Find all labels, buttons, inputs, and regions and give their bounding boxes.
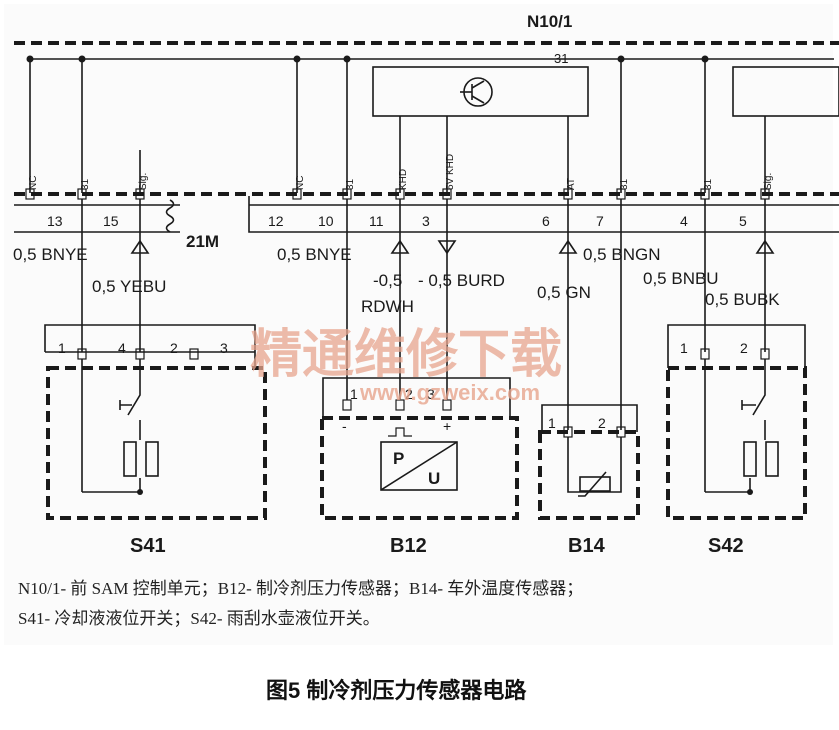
s41-label: S41 (130, 535, 166, 557)
bus-label: 31 (554, 51, 568, 66)
s42-component (666, 324, 807, 520)
pin-label: Sig. (138, 173, 149, 190)
connector-triangle-icons (130, 239, 775, 255)
module-internal-wires (29, 59, 766, 193)
s41-component (44, 324, 267, 520)
s41-pin: 3 (220, 340, 228, 356)
pin-label: Sig. (763, 173, 774, 190)
connector-break-squiggle (165, 199, 175, 233)
connector-number: 5 (739, 213, 747, 229)
pin-label: NC (295, 176, 306, 190)
connector-number: 12 (268, 213, 284, 229)
thermistor-icon (578, 471, 611, 497)
s42-label: S42 (708, 535, 744, 557)
connector-21m-housing (14, 204, 180, 233)
watermark-url: www.gzweix.com (359, 380, 540, 405)
connector-number: 10 (318, 213, 334, 229)
b12-component (320, 377, 519, 520)
sensor-p-label: P (393, 449, 404, 468)
b12-pin: 1 (350, 386, 358, 402)
float-switch-icon (741, 380, 779, 477)
module-pin-labels: NC 31 Sig. NC 31 KHD 5V KHD AT 31 31 Sig… (28, 154, 774, 190)
internal-block-right (732, 66, 839, 117)
wire-label: RDWH (361, 297, 414, 316)
caption-line-2: S41- 冷却液液位开关；S42- 雨刮水壶液位开关。 (18, 609, 380, 628)
connector-number: 15 (103, 213, 119, 229)
b14-pin: 2 (598, 415, 606, 431)
b12-pin: 3 (427, 386, 435, 402)
wire-label: 0,5 GN (537, 283, 591, 302)
pin-label: 31 (619, 178, 630, 190)
b12-label: B12 (390, 535, 427, 557)
pin-label: 31 (703, 178, 714, 190)
pin-label: AT (566, 178, 577, 190)
wire-label: - 0,5 BURD (418, 271, 505, 290)
s41-pin: 2 (170, 340, 178, 356)
connector-numbers: 13 15 12 10 11 3 6 7 4 5 (47, 213, 747, 229)
pin-label: NC (28, 176, 39, 190)
figure-title: 图5 制冷剂压力传感器电路 (266, 678, 527, 703)
b12-terminal: - (342, 418, 347, 434)
s42-pin: 2 (740, 340, 748, 356)
s41-pin: 4 (118, 340, 126, 356)
connector-number: 11 (369, 213, 384, 229)
wire-label: 0,5 YEBU (92, 277, 166, 296)
pin-label: KHD (398, 169, 409, 190)
wire-label: 0,5 BNYE (277, 245, 352, 264)
b12-pin: 2 (405, 386, 413, 402)
connector-number: 4 (680, 213, 688, 229)
transistor-icon (460, 77, 493, 107)
b14-label: B14 (568, 535, 606, 557)
wire-labels: 0,5 BNYE 0,5 YEBU 0,5 BNYE -0,5 - 0,5 BU… (13, 245, 780, 316)
b14-component (538, 404, 640, 520)
float-switch-icon (119, 380, 159, 477)
connector-number: 13 (47, 213, 63, 229)
wire-label: 0,5 BNBU (643, 269, 719, 288)
s42-pin: 1 (680, 340, 688, 356)
pin-label: 31 (345, 178, 356, 190)
b12-terminal: + (443, 418, 451, 434)
caption-line-1: N10/1- 前 SAM 控制单元；B12- 制冷剂压力传感器；B14- 车外温… (18, 579, 583, 598)
transistor-block (372, 66, 589, 117)
wire-label: 0,5 BUBK (705, 290, 780, 309)
sensor-u-label: U (428, 469, 440, 488)
harness-wires (81, 199, 766, 430)
pin-label: 31 (80, 178, 91, 190)
pin-label: 5V KHD (445, 154, 456, 190)
connector-21m-label: 21M (186, 232, 219, 251)
connector-number: 6 (542, 213, 550, 229)
pressure-sensor-icon: P U (380, 441, 458, 491)
wire-label: 0,5 BNGN (583, 245, 660, 264)
s41-pin: 1 (58, 340, 66, 356)
connector-number: 7 (596, 213, 604, 229)
connector-number: 3 (422, 213, 430, 229)
wire-label: -0,5 (373, 271, 402, 290)
watermark-text: 精通维修下载 (250, 324, 562, 385)
wire-label: 0,5 BNYE (13, 245, 88, 264)
module-label: N10/1 (527, 12, 572, 31)
b14-pin: 1 (548, 415, 556, 431)
